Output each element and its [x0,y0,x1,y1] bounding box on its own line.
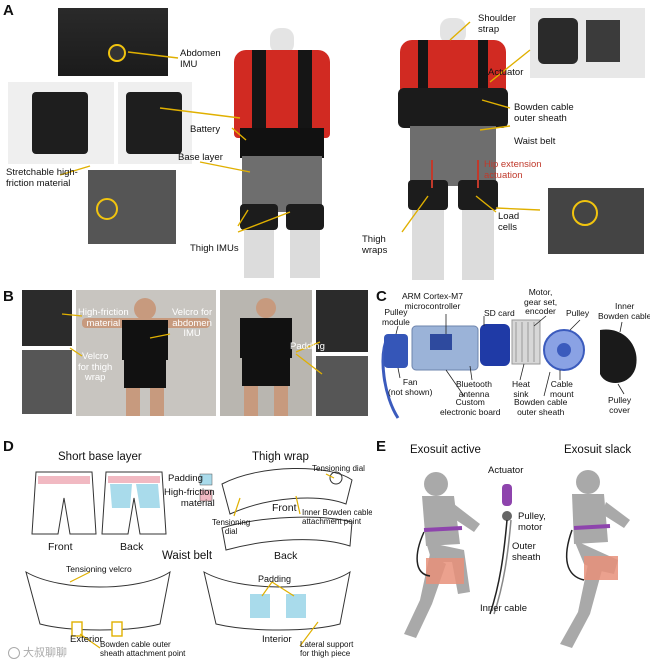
label-lateral-support: Lateral support for thigh piece [300,640,353,658]
label-motor: Motor, gear set, encoder [524,288,557,317]
panel-e: E Exosuit active Exosuit slack [374,424,650,665]
label-padding-d: Padding [258,574,291,585]
label-custom-board: Custom electronic board [440,398,500,417]
label-base-layer: Base layer [178,153,223,164]
label-sd: SD card [484,308,515,319]
label-velcro-thigh: Velcro for thigh wrap [78,352,112,384]
shorts-back-label: Back [120,541,143,553]
legend-high-friction: High-friction material [164,488,215,509]
label-battery: Battery [190,125,220,136]
watermark-text: 大叔聊聊 [23,647,67,659]
legend-padding: Padding [168,474,203,485]
thigh-wrap-back-label: Back [274,550,297,562]
label-pulley-cover: Pulley cover [608,396,631,415]
label-thigh-wraps: Thigh wraps [362,235,387,256]
label-waist-belt: Waist belt [514,137,555,148]
thigh-wrap-front-label: Front [272,502,297,514]
label-arm: ARM Cortex-M7 microcontroller [402,292,463,311]
label-stretchable-material: Stretchable high- friction material [6,168,78,189]
panel-a: A [0,0,650,282]
label-inner-bowden-attach: Inner Bowden cable attachment point [302,508,372,526]
label-shoulder-strap: Shoulder strap [478,14,516,35]
label-bowden-outer-attach: Bowden cable outer sheath attachment poi… [100,640,185,658]
label-high-friction: High-friction material [78,308,129,329]
exterior-label: Exterior [70,634,103,645]
label-bowden-outer: Bowden cable outer sheath [514,103,574,124]
panel-d: D Short base layer Thigh wrap Waist belt [0,424,372,665]
watermark-logo-icon [8,647,20,659]
label-pulley-module: Pulley module [382,308,410,327]
label-pulley-motor: Pulley, motor [518,512,546,533]
label-tensioning-dial-1: Tensioning dial [312,464,365,475]
label-abdomen-imu: Abdomen IMU [180,49,221,70]
label-pulley-c: Pulley [566,308,589,319]
label-inner-bowden: Inner Bowden cable [598,302,650,321]
label-actuator-e: Actuator [488,466,523,477]
label-tensioning-velcro: Tensioning velcro [66,564,132,575]
label-velcro-abdomen: Velcro for abdomen IMU [172,308,212,340]
interior-label: Interior [262,634,292,645]
panel-b: B High-friction material Velcro for abdo… [0,286,372,420]
shorts-front-label: Front [48,541,73,553]
label-padding-b: Padding [290,342,325,353]
label-inner-cable: Inner cable [480,604,527,615]
label-outer-sheath: Outer sheath [512,542,541,563]
panel-c: C [374,286,650,420]
label-fan: Fan (not shown) [388,378,432,397]
label-bowden-outer-c: Bowden cable outer sheath [514,398,567,417]
label-tensioning-dial-2: Tensioning dial [212,518,250,536]
label-thigh-imus: Thigh IMUs [190,244,239,255]
label-load-cells: Load cells [498,212,519,233]
label-actuator: Actuator [488,68,523,79]
watermark: 大叔聊聊 [8,644,67,660]
label-hip-extension: Hip extension actuation [484,160,542,181]
